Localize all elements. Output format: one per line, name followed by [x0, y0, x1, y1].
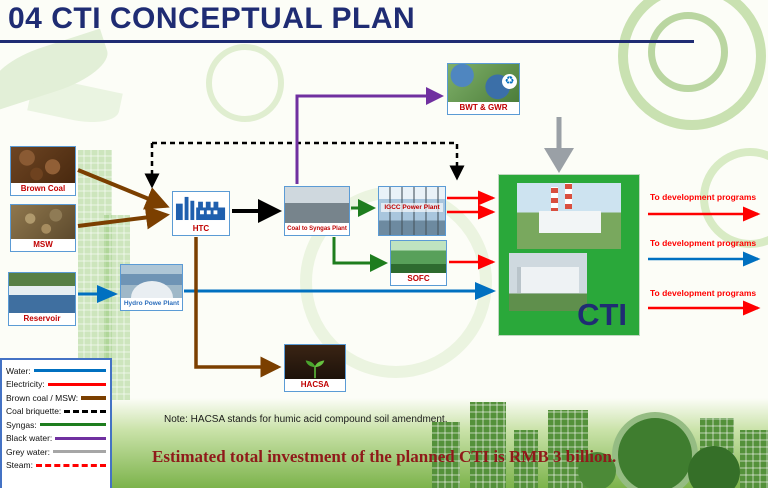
legend-label: Brown coal / MSW: [6, 392, 79, 403]
node-cti: CTI [498, 174, 640, 336]
legend-line-electricity [47, 382, 106, 386]
hydro-image [121, 265, 182, 298]
brown-coal-label: Brown Coal [11, 183, 75, 195]
legend-line-steam [35, 463, 106, 467]
bwt-gwr-image: ♻ [448, 64, 519, 102]
arrow-blackwater-to-bwt [295, 87, 444, 184]
node-hacsa: HACSA [284, 344, 346, 392]
arrow-syngas-to-sofc [332, 237, 388, 272]
legend-line-syngas [39, 423, 106, 427]
decor-ring [648, 12, 728, 92]
legend-label: Coal briquette: [6, 406, 62, 417]
node-msw: MSW [10, 204, 76, 252]
legend-line-briquette [64, 409, 106, 413]
sprout-icon [305, 360, 325, 379]
coal-to-syngas-label: Coal to Syngas Plant [285, 223, 349, 235]
legend-line-blackwater [55, 436, 106, 440]
legend-row-briquette: Coal briquette: [6, 405, 106, 419]
coal-to-syngas-image [285, 187, 349, 223]
decor-circle [688, 446, 740, 488]
reservoir-label: Reservoir [9, 313, 75, 325]
decor-skyline [432, 422, 460, 488]
cti-plant-image-2 [509, 253, 587, 311]
investment-statement: Estimated total investment of the planne… [152, 447, 617, 466]
node-reservoir: Reservoir [8, 272, 76, 326]
node-htc: HTC [172, 191, 230, 236]
hydro-label: Hydro Powe Plant [121, 298, 182, 310]
legend-label: Water: [6, 365, 31, 376]
chimney [565, 183, 572, 209]
recycle-icon: ♻ [502, 74, 517, 89]
igcc-image: IGCC Power Plant [379, 187, 445, 235]
msw-image [11, 205, 75, 239]
legend-label: Syngas: [6, 419, 37, 430]
legend-label: Grey water: [6, 446, 50, 457]
factory-icon [175, 196, 226, 221]
node-brown-coal: Brown Coal [10, 146, 76, 196]
arrow-htc-to-hacsa [194, 237, 282, 378]
plant-building [539, 211, 601, 233]
htc-factory-icon [173, 192, 229, 223]
plant-unit [517, 267, 579, 293]
brown-coal-image [11, 147, 75, 183]
node-coal-to-syngas: Coal to Syngas Plant [284, 186, 350, 236]
legend: Water: Electricity: Brown coal / MSW: Co… [0, 358, 112, 488]
decor-skyline [740, 430, 768, 488]
node-bwt-gwr: ♻ BWT & GWR [447, 63, 520, 115]
page-title: 04 CTI CONCEPTUAL PLAN [8, 2, 416, 35]
decor-skyline [470, 402, 506, 488]
legend-label: Electricity: [6, 379, 45, 390]
legend-row-water: Water: [6, 364, 106, 378]
legend-row-syngas: Syngas: [6, 418, 106, 432]
sofc-label: SOFC [391, 273, 446, 285]
legend-label: Steam: [6, 460, 33, 471]
hacsa-note: Note: HACSA stands for humic acid compou… [164, 414, 448, 425]
legend-line-greywater [52, 450, 106, 454]
output-label-2: To development programs [650, 238, 757, 248]
node-sofc: SOFC [390, 240, 447, 286]
decor-ring [618, 0, 766, 130]
title-underline [0, 40, 694, 43]
legend-line-water [33, 369, 106, 373]
decor-circle [578, 452, 616, 488]
igcc-label: IGCC Power Plant [381, 203, 443, 212]
legend-row-greywater: Grey water: [6, 445, 106, 459]
msw-label: MSW [11, 239, 75, 251]
decor-ring [206, 44, 284, 122]
decor-circle [612, 412, 698, 488]
dam-shape [131, 281, 173, 298]
arrow-briquette-htc-to-igcc [152, 141, 465, 181]
output-label-3: To development programs [650, 288, 757, 298]
decor-leaf [27, 75, 123, 129]
chimney [551, 187, 558, 213]
bwt-gwr-label: BWT & GWR [448, 102, 519, 114]
legend-row-browncoal: Brown coal / MSW: [6, 391, 106, 405]
reservoir-image [9, 273, 75, 313]
legend-label: Black water: [6, 433, 53, 444]
output-label-1: To development programs [650, 192, 757, 202]
node-igcc: IGCC Power Plant [378, 186, 446, 236]
cti-label: CTI [577, 297, 627, 332]
legend-row-blackwater: Black water: [6, 432, 106, 446]
legend-row-electricity: Electricity: [6, 378, 106, 392]
cti-plant-image-1 [517, 183, 621, 249]
legend-line-browncoal [81, 395, 106, 400]
hacsa-label: HACSA [285, 379, 345, 391]
node-hydro-power-plant: Hydro Powe Plant [120, 264, 183, 311]
sofc-image [391, 241, 446, 273]
htc-label: HTC [173, 223, 229, 235]
legend-row-steam: Steam: [6, 459, 106, 473]
decor-skyline [514, 430, 538, 488]
hacsa-image [285, 345, 345, 379]
